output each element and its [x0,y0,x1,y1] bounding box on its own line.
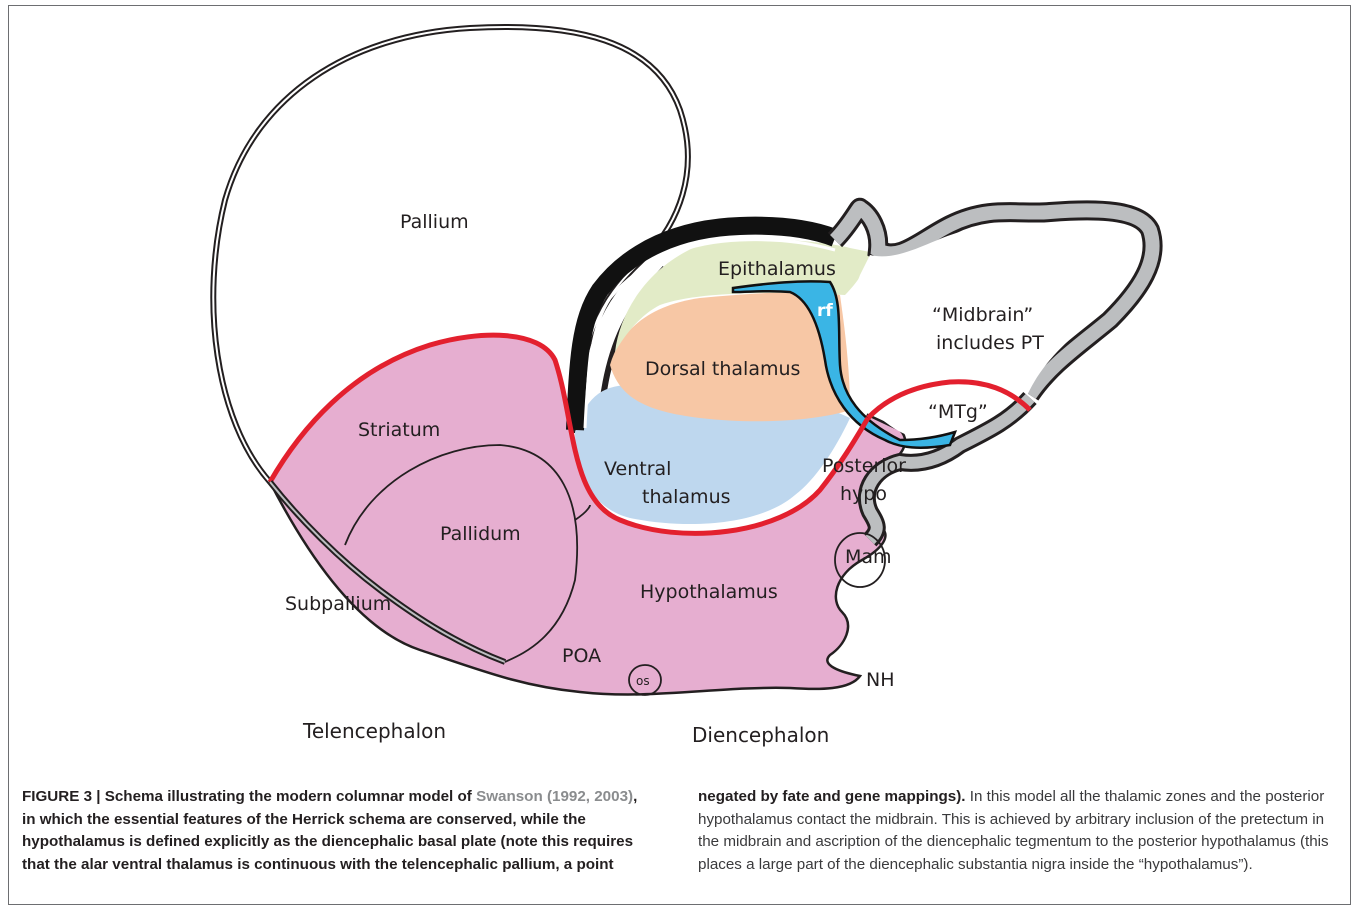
label-midbrain-1: “Midbrain” [932,304,1033,326]
brain-schema-diagram: Pallium Striatum Pallidum Subpallium POA… [0,0,1360,780]
caption-column-right: negated by fate and gene mappings). In t… [698,786,1342,876]
label-poa: POA [562,645,601,667]
label-pallidum: Pallidum [440,523,521,545]
label-subpallium: Subpallium [285,593,391,615]
label-diencephalon: Diencephalon [692,723,829,747]
label-pallium: Pallium [400,211,469,233]
label-ventral-thalamus-2: thalamus [642,486,731,508]
label-hypothalamus: Hypothalamus [640,581,778,603]
label-posterior-hypo-1: Posterior [822,455,906,477]
label-mam: Mam [845,546,892,568]
label-mtg: “MTg” [928,401,988,423]
label-ventral-thalamus-1: Ventral [604,458,671,480]
label-os: os [636,674,650,688]
label-epithalamus: Epithalamus [718,258,836,280]
caption-bold-text-2: negated by fate and gene mappings). [698,788,966,805]
label-nh: NH [866,669,895,691]
caption-citation-link[interactable]: Swanson (1992, 2003) [476,788,633,805]
label-rf: rf [817,301,833,321]
label-midbrain-2: includes PT [936,332,1044,354]
caption-column-left: FIGURE 3 | Schema illustrating the moder… [22,786,652,876]
label-striatum: Striatum [358,419,440,441]
label-posterior-hypo-2: hypo [840,483,887,505]
label-dorsal-thalamus: Dorsal thalamus [645,358,800,380]
caption-figure-label: FIGURE 3 | Schema illustrating the moder… [22,788,472,805]
figure-caption: FIGURE 3 | Schema illustrating the moder… [22,786,1342,908]
label-telencephalon: Telencephalon [302,719,446,743]
